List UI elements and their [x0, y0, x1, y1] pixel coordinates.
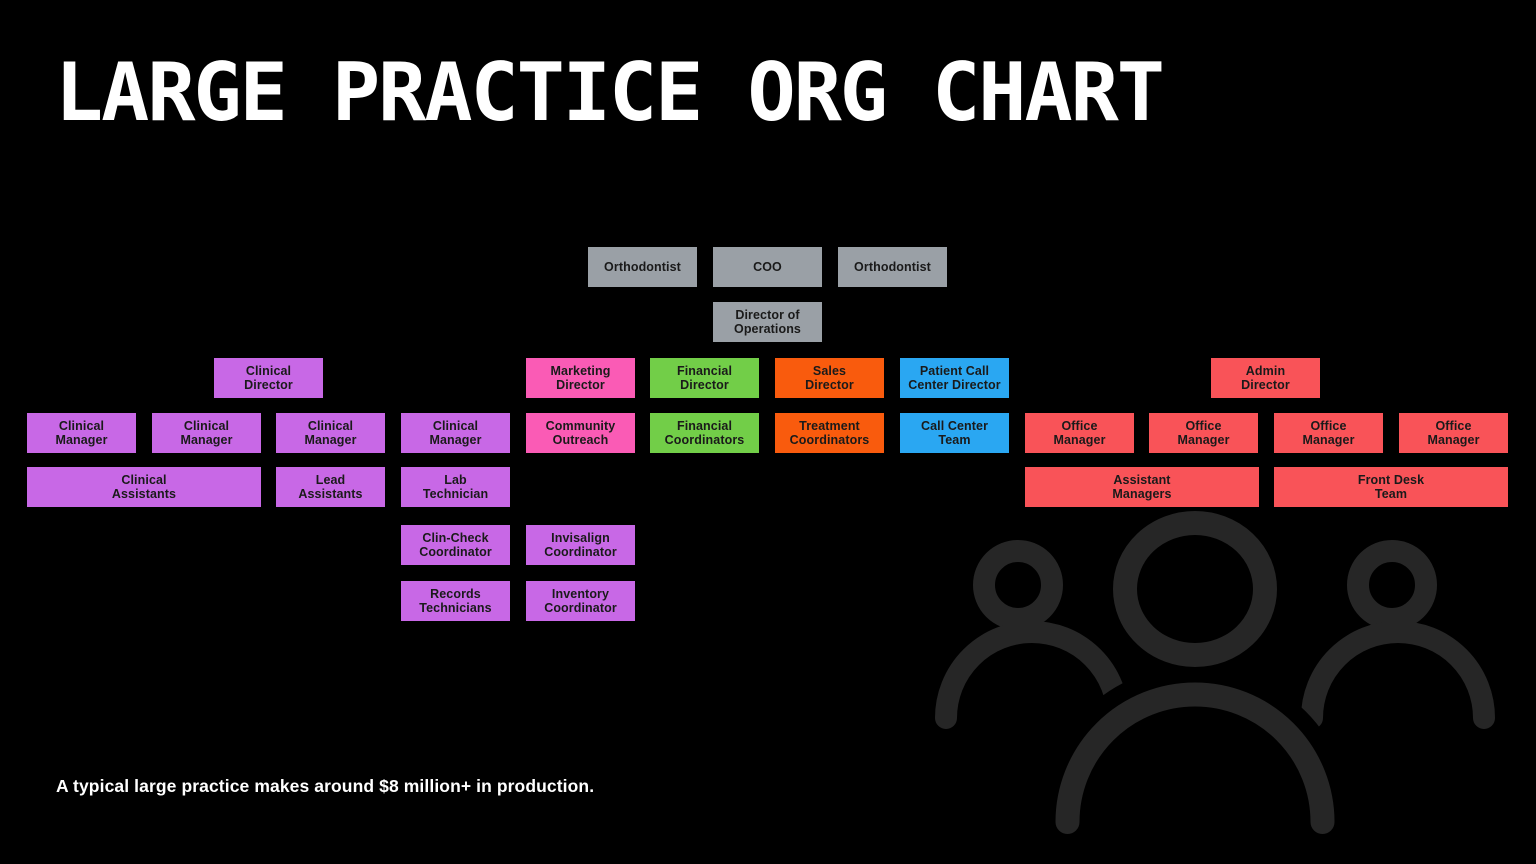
- page-title: LARGE PRACTICE ORG CHART: [55, 46, 1165, 139]
- org-box-records-technicians: Records Technicians: [401, 581, 510, 621]
- org-box-financial-coordinators: Financial Coordinators: [650, 413, 759, 453]
- org-box-community-outreach: Community Outreach: [526, 413, 635, 453]
- org-box-clincheck-coordinator: Clin-Check Coordinator: [401, 525, 510, 565]
- people-group-icon: [935, 511, 1495, 838]
- org-box-orthodontist-left: Orthodontist: [588, 247, 697, 287]
- org-box-assistant-managers: Assistant Managers: [1025, 467, 1259, 507]
- org-box-clinical-manager-1: Clinical Manager: [27, 413, 136, 453]
- org-box-director-of-operations: Director of Operations: [713, 302, 822, 342]
- org-box-financial-director: Financial Director: [650, 358, 759, 398]
- production-caption: A typical large practice makes around $8…: [56, 776, 595, 796]
- org-box-office-manager-4: Office Manager: [1399, 413, 1508, 453]
- org-box-admin-director: Admin Director: [1211, 358, 1320, 398]
- org-box-patient-call-center-director: Patient Call Center Director: [900, 358, 1009, 398]
- org-box-office-manager-1: Office Manager: [1025, 413, 1134, 453]
- org-box-sales-director: Sales Director: [775, 358, 884, 398]
- org-box-orthodontist-right: Orthodontist: [838, 247, 947, 287]
- org-box-clinical-director: Clinical Director: [214, 358, 323, 398]
- org-box-marketing-director: Marketing Director: [526, 358, 635, 398]
- org-box-coo: COO: [713, 247, 822, 287]
- org-box-office-manager-2: Office Manager: [1149, 413, 1258, 453]
- org-box-call-center-team: Call Center Team: [900, 413, 1009, 453]
- org-box-lab-technician: Lab Technician: [401, 467, 510, 507]
- org-box-treatment-coordinators: Treatment Coordinators: [775, 413, 884, 453]
- org-box-inventory-coordinator: Inventory Coordinator: [526, 581, 635, 621]
- org-box-clinical-manager-2: Clinical Manager: [152, 413, 261, 453]
- org-box-clinical-manager-4: Clinical Manager: [401, 413, 510, 453]
- org-box-front-desk-team: Front Desk Team: [1274, 467, 1508, 507]
- org-box-invisalign-coordinator: Invisalign Coordinator: [526, 525, 635, 565]
- org-box-office-manager-3: Office Manager: [1274, 413, 1383, 453]
- org-box-lead-assistants: Lead Assistants: [276, 467, 385, 507]
- org-box-clinical-assistants: Clinical Assistants: [27, 467, 261, 507]
- org-box-clinical-manager-3: Clinical Manager: [276, 413, 385, 453]
